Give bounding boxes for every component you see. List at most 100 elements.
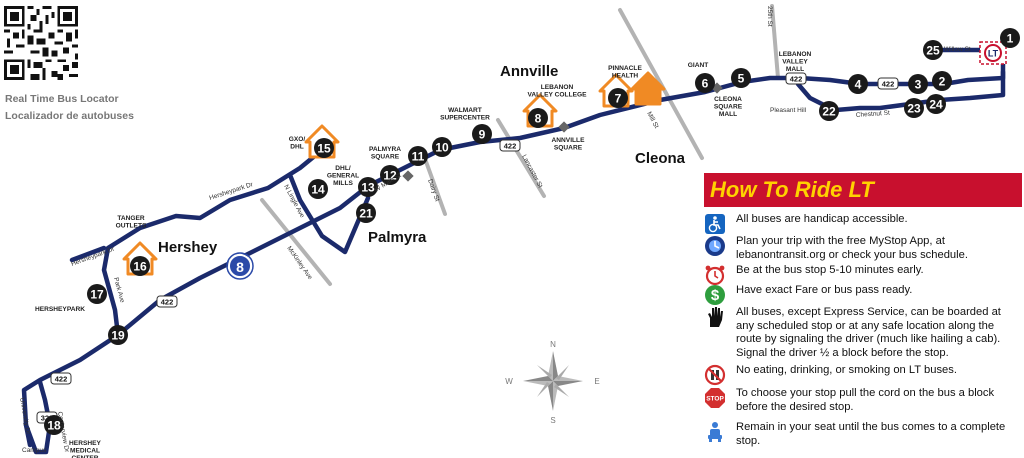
svg-text:8: 8 — [535, 112, 542, 126]
stop-8[interactable]: 8 — [528, 108, 548, 128]
alarm-clock-icon — [704, 264, 736, 291]
stop-11[interactable]: 11 — [408, 146, 428, 166]
label-willow-st: Willow St — [944, 46, 971, 53]
place-hersheypark: HERSHEYPARK — [35, 306, 85, 313]
svg-text:19: 19 — [111, 329, 125, 343]
street-dairy — [422, 154, 447, 216]
stop-23[interactable]: 23 — [904, 98, 924, 118]
stop-18[interactable]: 18 — [44, 415, 64, 435]
svg-text:17: 17 — [90, 288, 104, 302]
svg-text:22: 22 — [822, 105, 836, 119]
stop-5[interactable]: 5 — [731, 68, 751, 88]
stop-16[interactable]: 16 — [130, 256, 150, 276]
stop-6[interactable]: 6 — [695, 73, 715, 93]
town-annville: Annville — [500, 63, 558, 80]
no-eating-icon — [704, 364, 736, 391]
rule-item: Be at the bus stop 5-10 minutes early. — [704, 264, 1020, 291]
rule-item: $Have exact Fare or bus pass ready. — [704, 284, 1020, 311]
stop-15[interactable]: 15 — [314, 138, 334, 158]
stop-21[interactable]: 21 — [356, 203, 376, 223]
rule-text: No eating, drinking, or smoking on LT bu… — [736, 364, 957, 376]
rule-item: Plan your trip with the free MyStop App,… — [704, 235, 1020, 262]
stop-25[interactable]: 25 — [923, 40, 943, 60]
stop-13[interactable]: 13 — [358, 177, 378, 197]
stop-24[interactable]: 24 — [926, 94, 946, 114]
svg-text:LT: LT — [988, 49, 999, 59]
qr-caption-en: Real Time Bus Locator — [5, 93, 119, 105]
label-pleasant-hill: Pleasant Hill — [770, 107, 807, 114]
rule-text: Remain in your seat until the bus comes … — [736, 421, 1006, 447]
svg-text:9: 9 — [479, 128, 486, 142]
compass-n: N — [550, 340, 556, 349]
label-campus: Campus — [22, 447, 47, 454]
stop-4[interactable]: 4 — [848, 74, 868, 94]
rule-item: Remain in your seat until the bus comes … — [704, 421, 1020, 448]
stop-12[interactable]: 12 — [380, 165, 400, 185]
label-chestnut-st: Chestnut St — [856, 110, 891, 119]
compass-w: W — [505, 377, 513, 386]
rule-item: No eating, drinking, or smoking on LT bu… — [704, 364, 1020, 391]
qr-caption-es: Localizador de autobuses — [5, 110, 134, 122]
label-25th-st: 25th St — [766, 6, 773, 27]
place-giant: GIANT — [688, 62, 709, 69]
landmark-house-pinnacle — [630, 71, 666, 106]
qr-code[interactable] — [4, 6, 78, 80]
svg-text:7: 7 — [615, 92, 622, 106]
svg-text:10: 10 — [435, 141, 449, 155]
rule-text: All buses are handicap accessible. — [736, 213, 908, 225]
svg-text:1: 1 — [1007, 32, 1014, 46]
rule-item: All buses, except Express Service, can b… — [704, 306, 1020, 360]
shield-422-east: 422 — [785, 72, 807, 85]
stop-3[interactable]: 3 — [908, 74, 928, 94]
stop-1[interactable]: 1 — [1000, 28, 1020, 48]
shield-422-annville: 422 — [499, 139, 521, 152]
stop-19[interactable]: 19 — [108, 325, 128, 345]
svg-text:3: 3 — [915, 78, 922, 92]
svg-text:5: 5 — [738, 72, 745, 86]
seated-passenger-icon — [704, 421, 736, 448]
label-mill-st: Mill St — [645, 111, 660, 130]
svg-text:422: 422 — [55, 375, 68, 384]
rule-item: All buses are handicap accessible. — [704, 213, 1020, 240]
stop-17[interactable]: 17 — [87, 284, 107, 304]
highway-shields: 422 422 422 422 422 322 — [36, 72, 899, 424]
accessibility-icon — [704, 213, 736, 240]
shield-422-mid: 422 — [877, 77, 899, 90]
town-cleona: Cleona — [635, 150, 686, 167]
compass-rose: N S E W — [505, 340, 599, 425]
shield-422-west: 422 — [50, 372, 72, 385]
rule-text: Have exact Fare or bus pass ready. — [736, 284, 913, 296]
label-lancaster-st: Lancaster St — [520, 154, 543, 190]
route-8-badge: 8 — [226, 252, 254, 280]
svg-text:16: 16 — [133, 260, 147, 274]
svg-text:422: 422 — [790, 75, 803, 84]
svg-text:11: 11 — [412, 150, 425, 164]
svg-text:422: 422 — [504, 142, 517, 151]
stop-9[interactable]: 9 — [472, 124, 492, 144]
stop-7[interactable]: 7 — [608, 88, 628, 108]
stop-10[interactable]: 10 — [432, 137, 452, 157]
stop-sign-icon: STOP — [704, 387, 736, 414]
lt-terminal-icon: LT — [979, 41, 1007, 65]
town-hershey: Hershey — [158, 239, 218, 256]
svg-text:4: 4 — [855, 78, 862, 92]
svg-text:12: 12 — [383, 169, 397, 183]
stop-22[interactable]: 22 — [819, 101, 839, 121]
stop-14[interactable]: 14 — [308, 179, 328, 199]
how-to-ride-title: How To Ride LT — [704, 173, 1022, 207]
svg-text:21: 21 — [359, 207, 373, 221]
street-25th — [770, 4, 780, 80]
rule-text: All buses, except Express Service, can b… — [736, 306, 1001, 359]
stop-2[interactable]: 2 — [932, 71, 952, 91]
svg-text:STOP: STOP — [706, 396, 724, 403]
